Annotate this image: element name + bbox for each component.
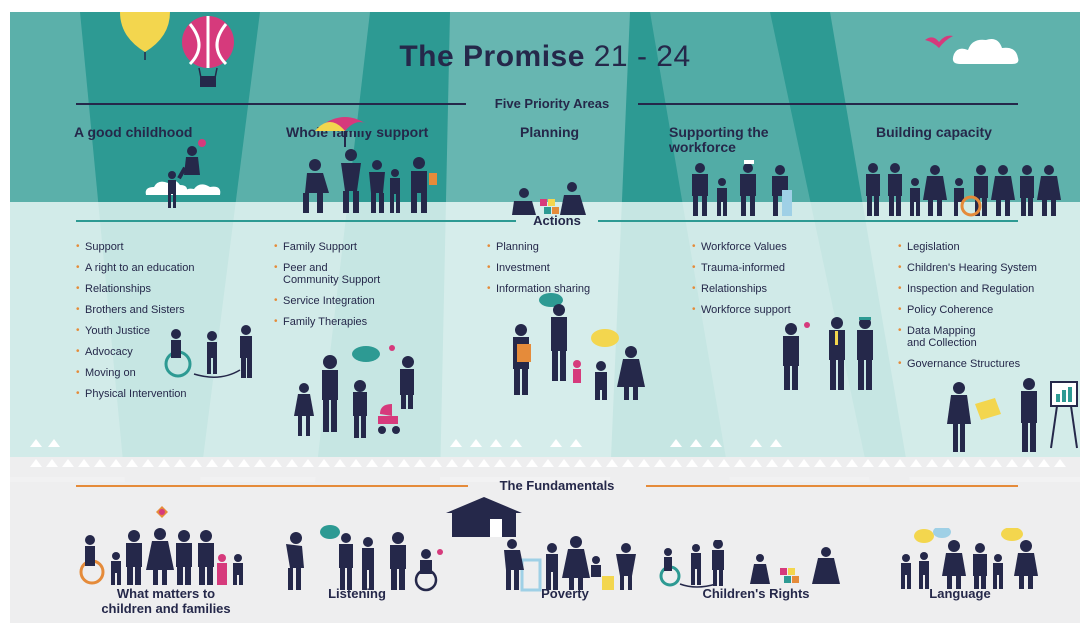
fundamental-what-matters: What matters to children and families: [101, 586, 231, 616]
action-item: Peer and Community Support: [274, 262, 444, 286]
house-icon: [446, 497, 522, 537]
actions-rule-left: [76, 220, 516, 222]
page-title: The Promise 21 - 24: [10, 40, 1080, 74]
fundamentals-rule-left: [76, 485, 468, 487]
action-item: A right to an education: [76, 262, 266, 274]
good-childhood-illustration: [145, 139, 221, 208]
yellow-balloon-icon: [120, 12, 170, 60]
action-item: Data Mapping and Collection: [898, 325, 1078, 349]
actions-column-family: Family Support Peer and Community Suppor…: [274, 241, 444, 337]
action-item: Legislation: [898, 241, 1078, 253]
bird-icon: [925, 35, 953, 48]
cloud-icon: [952, 39, 1019, 64]
promise-infographic: The Promise 21 - 24 Five Priority Areas …: [10, 12, 1080, 623]
action-item: Investment: [487, 262, 657, 274]
actions-column-workforce: Workforce Values Trauma-informed Relatio…: [692, 241, 862, 325]
priority-building-capacity: Building capacity: [876, 124, 992, 140]
information-sharing-illustration: [513, 293, 645, 400]
action-item: Policy Coherence: [898, 304, 1078, 316]
action-item: Workforce Values: [692, 241, 862, 253]
title-years: 21 - 24: [593, 40, 691, 73]
priority-good-childhood: A good childhood: [74, 124, 193, 140]
action-item: Workforce support: [692, 304, 862, 316]
fundamental-childrens-rights: Children's Rights: [702, 586, 810, 601]
actions-column-planning: Planning Investment Information sharing: [487, 241, 657, 304]
language-illustration: [901, 528, 1038, 589]
poverty-illustration: [504, 536, 636, 592]
action-item: Brothers and Sisters: [76, 304, 266, 316]
building-capacity-illustration: [866, 163, 1061, 217]
action-item: Advocacy: [76, 346, 266, 358]
action-item: Family Therapies: [274, 316, 444, 328]
what-matters-illustration: [79, 506, 243, 585]
governance-illustration: [947, 378, 1078, 452]
action-item: Moving on: [76, 367, 266, 379]
action-item: Children's Hearing System: [898, 262, 1078, 274]
planning-illustration: [512, 182, 586, 215]
action-item: Trauma-informed: [692, 262, 862, 274]
supporting-workforce-illustration: [692, 160, 792, 216]
action-item: Service Integration: [274, 295, 444, 307]
action-item: Support: [76, 241, 266, 253]
fundamental-poverty: Poverty: [541, 586, 589, 601]
family-therapies-illustration: [294, 345, 414, 438]
action-item: Family Support: [274, 241, 444, 253]
action-item: Governance Structures: [898, 358, 1078, 370]
action-item: Information sharing: [487, 283, 657, 295]
priority-rule-right: [638, 103, 1018, 105]
actions-column-capacity: Legislation Children's Hearing System In…: [898, 241, 1078, 379]
whole-family-illustration: [303, 117, 437, 213]
fundamentals-rule-right: [646, 485, 1018, 487]
workforce-support-illustration: [783, 317, 873, 390]
action-item: Physical Intervention: [76, 388, 266, 400]
priority-planning: Planning: [520, 124, 580, 140]
fundamental-language: Language: [929, 586, 991, 601]
actions-rule-right: [598, 220, 1018, 222]
hot-air-balloon-icon: [182, 16, 234, 87]
action-item: Relationships: [76, 283, 266, 295]
action-item: Youth Justice: [76, 325, 266, 337]
actions-heading: Actions: [533, 213, 581, 228]
action-item: Planning: [487, 241, 657, 253]
listening-illustration: [286, 525, 443, 592]
priority-rule-left: [76, 103, 466, 105]
advocacy-illustration: [164, 325, 252, 378]
fundamentals-heading: The Fundamentals: [499, 478, 615, 493]
ground-triangles: [10, 439, 1080, 477]
priority-supporting-workforce: Supporting the workforce: [669, 124, 769, 155]
five-priority-areas-heading: Five Priority Areas: [494, 96, 610, 111]
fundamental-listening: Listening: [328, 586, 386, 601]
action-item: Inspection and Regulation: [898, 283, 1078, 295]
childrens-rights-illustration: [659, 540, 840, 588]
action-item: Relationships: [692, 283, 862, 295]
actions-column-childhood: Support A right to an education Relation…: [76, 241, 266, 409]
title-main: The Promise: [399, 40, 585, 73]
